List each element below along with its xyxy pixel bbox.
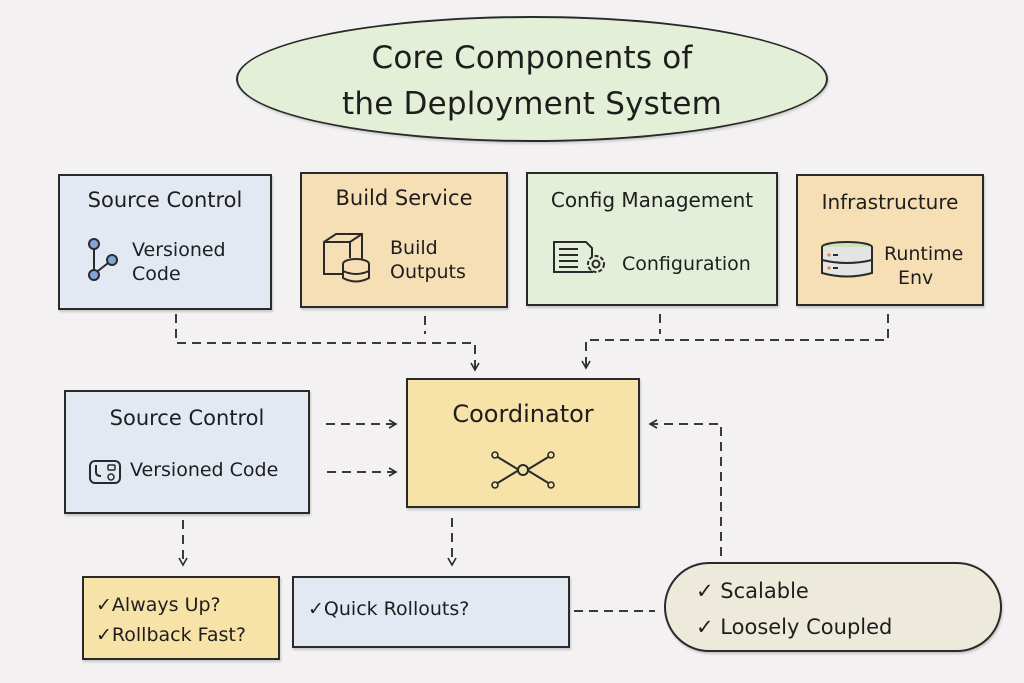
server-icon [821, 241, 873, 278]
card-label-line-1: Build [390, 237, 438, 259]
connector-qualities-to-coordinator [648, 419, 722, 556]
git-branch-icon [88, 238, 118, 281]
title-line-2: the Deployment System [342, 86, 722, 122]
panel-heading: Source Control [109, 406, 265, 430]
card-label-line-2: Outputs [390, 261, 466, 283]
title-line-1: Core Components of [371, 40, 693, 76]
check-icon: ✓ [696, 615, 714, 639]
checklist-item: ✓Quick Rollouts? [308, 598, 470, 620]
card-heading: Source Control [87, 188, 243, 212]
check-icon: ✓ [308, 598, 324, 620]
document-gear-icon [553, 241, 605, 273]
checklist-item: ✓Always Up? [96, 594, 221, 616]
check-icon: ✓ [696, 579, 714, 603]
checklist-item: ✓ Scalable [696, 579, 809, 603]
connector-infra-to-coordinator [581, 314, 889, 370]
card-label-line-2: Code [132, 263, 181, 285]
source-control-card[interactable]: Source Control Versioned Code [58, 174, 272, 310]
hub-network-icon [491, 451, 555, 489]
coordinator-panel[interactable]: Coordinator [406, 378, 640, 508]
connector-source-to-coordinator [175, 314, 480, 372]
build-service-card[interactable]: Build Service Build Outputs [300, 172, 508, 308]
source-control-panel[interactable]: Source Control Versioned Code [64, 390, 310, 514]
checklist-item: ✓Rollback Fast? [96, 624, 246, 646]
checklist-item: ✓ Loosely Coupled [696, 615, 893, 639]
title-banner: Core Components of the Deployment System [236, 16, 828, 142]
qualities-box[interactable]: ✓ Scalable ✓ Loosely Coupled [664, 562, 1002, 652]
coordinator-heading: Coordinator [452, 400, 594, 428]
card-heading: Build Service [335, 186, 473, 210]
card-label-line-1: Runtime [884, 243, 964, 265]
card-label-line-2: Env [898, 267, 934, 289]
code-repo-icon [89, 460, 121, 484]
infrastructure-card[interactable]: Infrastructure Runtime Env [796, 174, 984, 306]
card-label-line-1: Versioned [132, 239, 226, 261]
card-heading: Config Management [550, 188, 754, 212]
card-heading: Infrastructure [821, 190, 959, 214]
panel-label: Versioned Code [130, 459, 279, 481]
reliability-box[interactable]: ✓Always Up? ✓Rollback Fast? [82, 576, 280, 660]
check-icon: ✓ [96, 594, 112, 616]
package-database-icon [323, 233, 370, 283]
rollouts-box[interactable]: ✓Quick Rollouts? [292, 576, 570, 648]
card-label: Configuration [622, 253, 751, 275]
check-icon: ✓ [96, 624, 112, 646]
config-management-card[interactable]: Config Management Configuration [526, 172, 778, 306]
